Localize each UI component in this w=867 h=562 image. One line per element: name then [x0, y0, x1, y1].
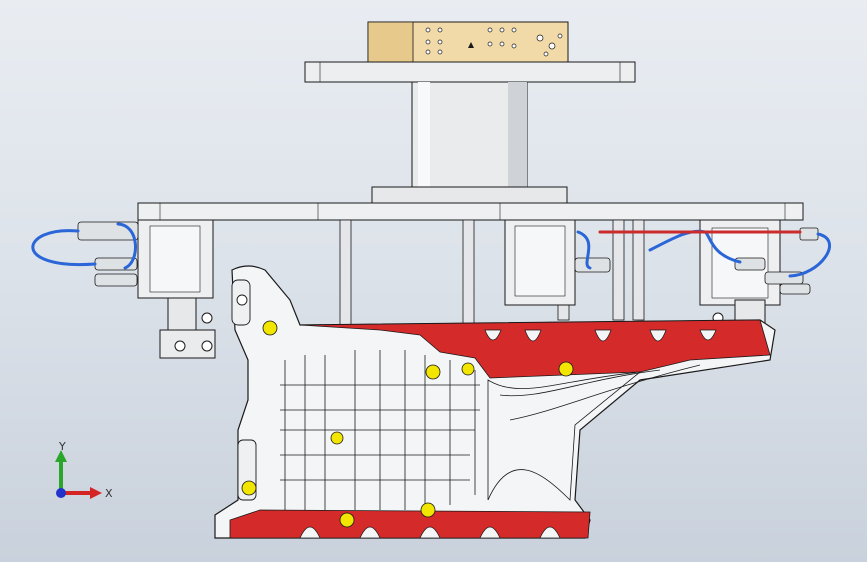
x-axis-label: X — [105, 487, 113, 500]
locator-markers[interactable] — [241, 320, 574, 528]
gearbox-housing[interactable] — [214, 265, 776, 539]
left-cylinder-block[interactable] — [137, 219, 216, 359]
main-beam-plate[interactable] — [137, 202, 804, 221]
main-column[interactable] — [371, 81, 568, 204]
housing-ribs — [280, 350, 701, 510]
top-brass-block[interactable] — [367, 21, 569, 63]
coordinate-triad: Y X — [55, 440, 113, 500]
air-hoses[interactable] — [31, 222, 831, 278]
y-axis-label: Y — [58, 440, 66, 453]
top-plate[interactable] — [304, 61, 636, 83]
z-axis-origin — [56, 488, 66, 498]
x-axis-arrow — [61, 487, 102, 499]
guide-rods[interactable] — [339, 219, 645, 326]
y-axis-arrow — [55, 450, 67, 493]
